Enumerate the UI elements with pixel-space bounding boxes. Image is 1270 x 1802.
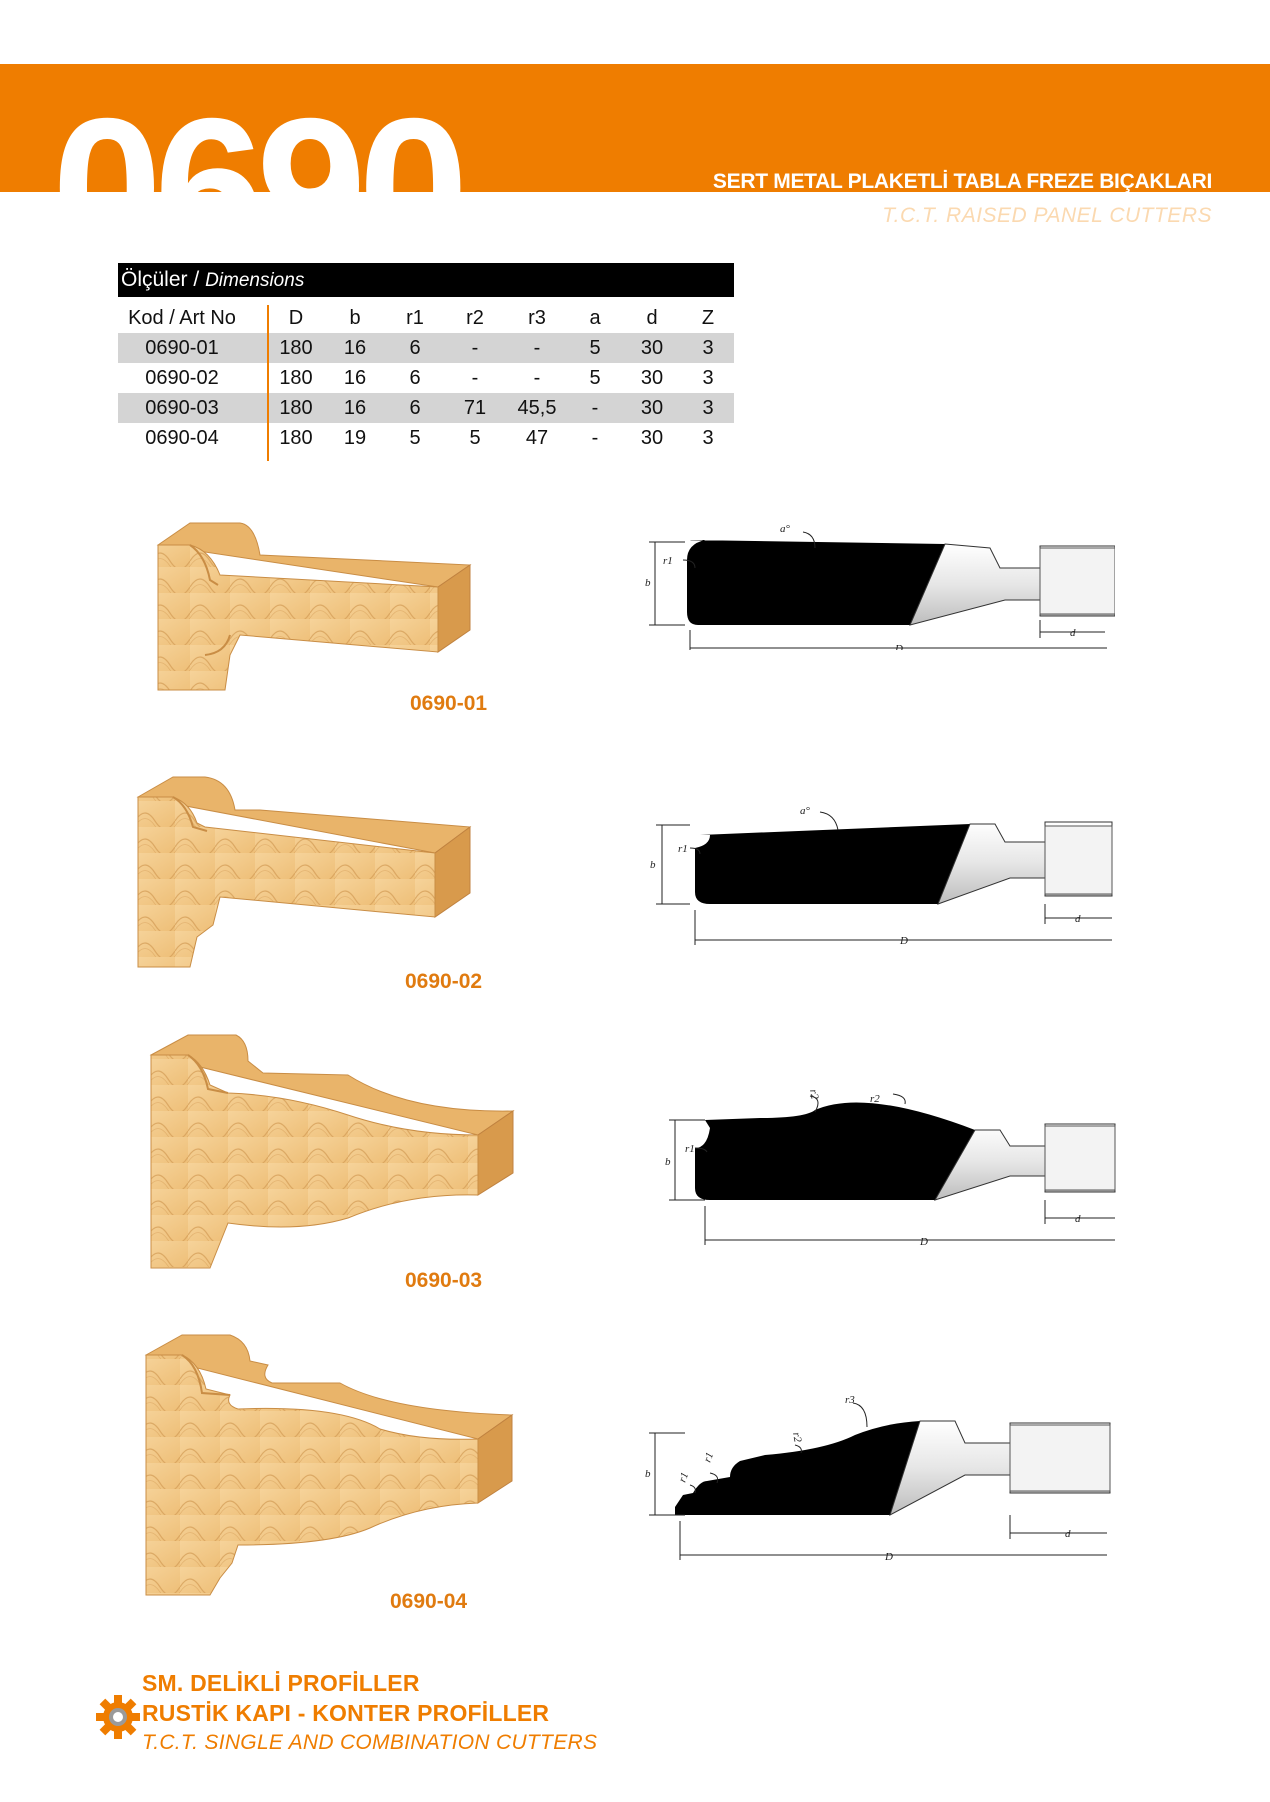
- table-cell: -: [471, 337, 479, 359]
- column-header: Z: [701, 307, 715, 329]
- table-cell: 180: [279, 397, 313, 419]
- column-separator: [267, 305, 269, 461]
- wood-profile-image: [156, 522, 472, 691]
- dimensions-table-title: Ölçüler / Dimensions: [118, 263, 734, 297]
- table-cell: 30: [640, 337, 664, 359]
- column-header: a: [589, 307, 601, 329]
- header-title-en: T.C.T. RAISED PANEL CUTTERS: [882, 204, 1212, 227]
- r2-label: r2: [807, 1090, 821, 1101]
- table-cell: 0690-04: [145, 427, 219, 449]
- b-label: b: [645, 577, 651, 589]
- b-label: b: [665, 1156, 671, 1168]
- d-bore-label: d: [1075, 1213, 1081, 1225]
- r2-label: r2: [790, 1431, 804, 1443]
- wood-profile-image: [149, 1034, 515, 1269]
- b-label: b: [645, 1468, 651, 1480]
- table-cell: 30: [640, 367, 664, 389]
- table-cell: -: [591, 427, 599, 449]
- footer-line-3: T.C.T. SINGLE AND COMBINATION CUTTERS: [142, 1731, 598, 1754]
- d-bore-label: d: [1075, 913, 1081, 925]
- column-header: d: [646, 307, 658, 329]
- r3-label: r3: [845, 1395, 855, 1406]
- table-cell: 180: [279, 367, 313, 389]
- footer-line-1: SM. DELİKLİ PROFİLLER: [142, 1670, 420, 1696]
- r1-label: r1: [702, 1451, 717, 1464]
- table-cell: 3: [702, 337, 714, 359]
- table-cell: 47: [525, 427, 549, 449]
- table-cell: -: [471, 367, 479, 389]
- table-cell: 3: [702, 397, 714, 419]
- header-banner: 0690 SERT METAL PLAKETLİ TABLA FREZE BIÇ…: [0, 64, 1270, 288]
- table-row: 0690-04 180 19 5 5 47 - 30 3: [118, 423, 734, 453]
- table-cell: 16: [343, 397, 367, 419]
- cutter-diagram: r2 r2 r1 b D d: [665, 1090, 1116, 1248]
- table-row: 0690-03 180 16 6 71 45,5 - 30 3: [118, 393, 734, 423]
- r1-label: r1: [678, 843, 688, 855]
- table-cell: -: [533, 367, 541, 389]
- table-cell: 16: [343, 367, 367, 389]
- cutter-diagram: a° r1 b D d: [645, 523, 1115, 650]
- b-label: b: [650, 859, 656, 871]
- table-cell: 19: [343, 427, 367, 449]
- wood-profile-image: [136, 776, 472, 968]
- table-cell: 6: [409, 397, 421, 419]
- table-cell: 0690-02: [145, 367, 219, 389]
- table-cell: 30: [640, 427, 664, 449]
- r1-label: r1: [685, 1143, 695, 1155]
- column-header: D: [288, 307, 304, 329]
- product-code-label: 0690-02: [405, 970, 483, 993]
- header-title-tr: SERT METAL PLAKETLİ TABLA FREZE BIÇAKLAR…: [712, 170, 1212, 193]
- product-code-label: 0690-04: [390, 1590, 468, 1613]
- column-header: r3: [528, 307, 546, 329]
- r1-label: r1: [677, 1471, 692, 1484]
- table-cell: 180: [279, 337, 313, 359]
- gear-icon: [96, 1695, 140, 1739]
- table-cell: -: [533, 337, 541, 359]
- column-header: Kod / Art No: [128, 307, 236, 329]
- table-cell: 6: [409, 367, 421, 389]
- angle-label: a°: [800, 805, 811, 817]
- d-bore-label: d: [1065, 1528, 1071, 1540]
- wood-profile-image: [144, 1334, 514, 1596]
- table-cell: 5: [589, 367, 601, 389]
- table-cell: 30: [640, 397, 664, 419]
- table-header-row: Kod / Art No D b r1 r2 r3 a d Z: [118, 303, 734, 333]
- cutter-diagram: r3 r2 r1 r1 b D d: [645, 1395, 1111, 1563]
- column-header: b: [349, 307, 361, 329]
- r2-label: r2: [870, 1093, 880, 1105]
- dimensions-title-tr: Ölçüler: [121, 268, 188, 291]
- table-cell: 5: [409, 427, 421, 449]
- table-cell: 6: [409, 337, 421, 359]
- d-major-label: D: [884, 1551, 893, 1563]
- d-major-label: D: [894, 643, 903, 650]
- dimensions-title-sep: /: [193, 268, 200, 291]
- table-row: 0690-02 180 16 6 - - 5 30 3: [118, 363, 734, 393]
- table-cell: 0690-01: [145, 337, 219, 359]
- column-header: r2: [466, 307, 484, 329]
- dimensions-table: Ölçüler / Dimensions Kod / Art No D b r1…: [118, 263, 734, 461]
- d-major-label: D: [919, 1236, 928, 1248]
- table-cell: 3: [702, 367, 714, 389]
- table-cell: 3: [702, 427, 714, 449]
- table-cell: 71: [463, 397, 487, 419]
- table-cell: 5: [589, 337, 601, 359]
- table-cell: 0690-03: [145, 397, 219, 419]
- column-header: r1: [406, 307, 424, 329]
- angle-label: a°: [780, 523, 791, 535]
- table-cell: 5: [469, 427, 481, 449]
- product-code-title: 0690: [52, 77, 468, 298]
- cutter-diagram: a° r1 b D d: [650, 805, 1113, 947]
- table-cell: -: [591, 397, 599, 419]
- r1-label: r1: [663, 555, 673, 567]
- dimensions-title-en: Dimensions: [205, 270, 305, 291]
- table-cell: 45,5: [517, 397, 557, 419]
- product-code-label: 0690-01: [410, 692, 488, 715]
- d-bore-label: d: [1070, 627, 1076, 639]
- product-code-label: 0690-03: [405, 1269, 483, 1292]
- table-cell: 180: [279, 427, 313, 449]
- footer-line-2: RUSTİK KAPI - KONTER PROFİLLER: [142, 1700, 550, 1726]
- table-row: 0690-01 180 16 6 - - 5 30 3: [118, 333, 734, 363]
- d-major-label: D: [899, 935, 908, 947]
- table-cell: 16: [343, 337, 367, 359]
